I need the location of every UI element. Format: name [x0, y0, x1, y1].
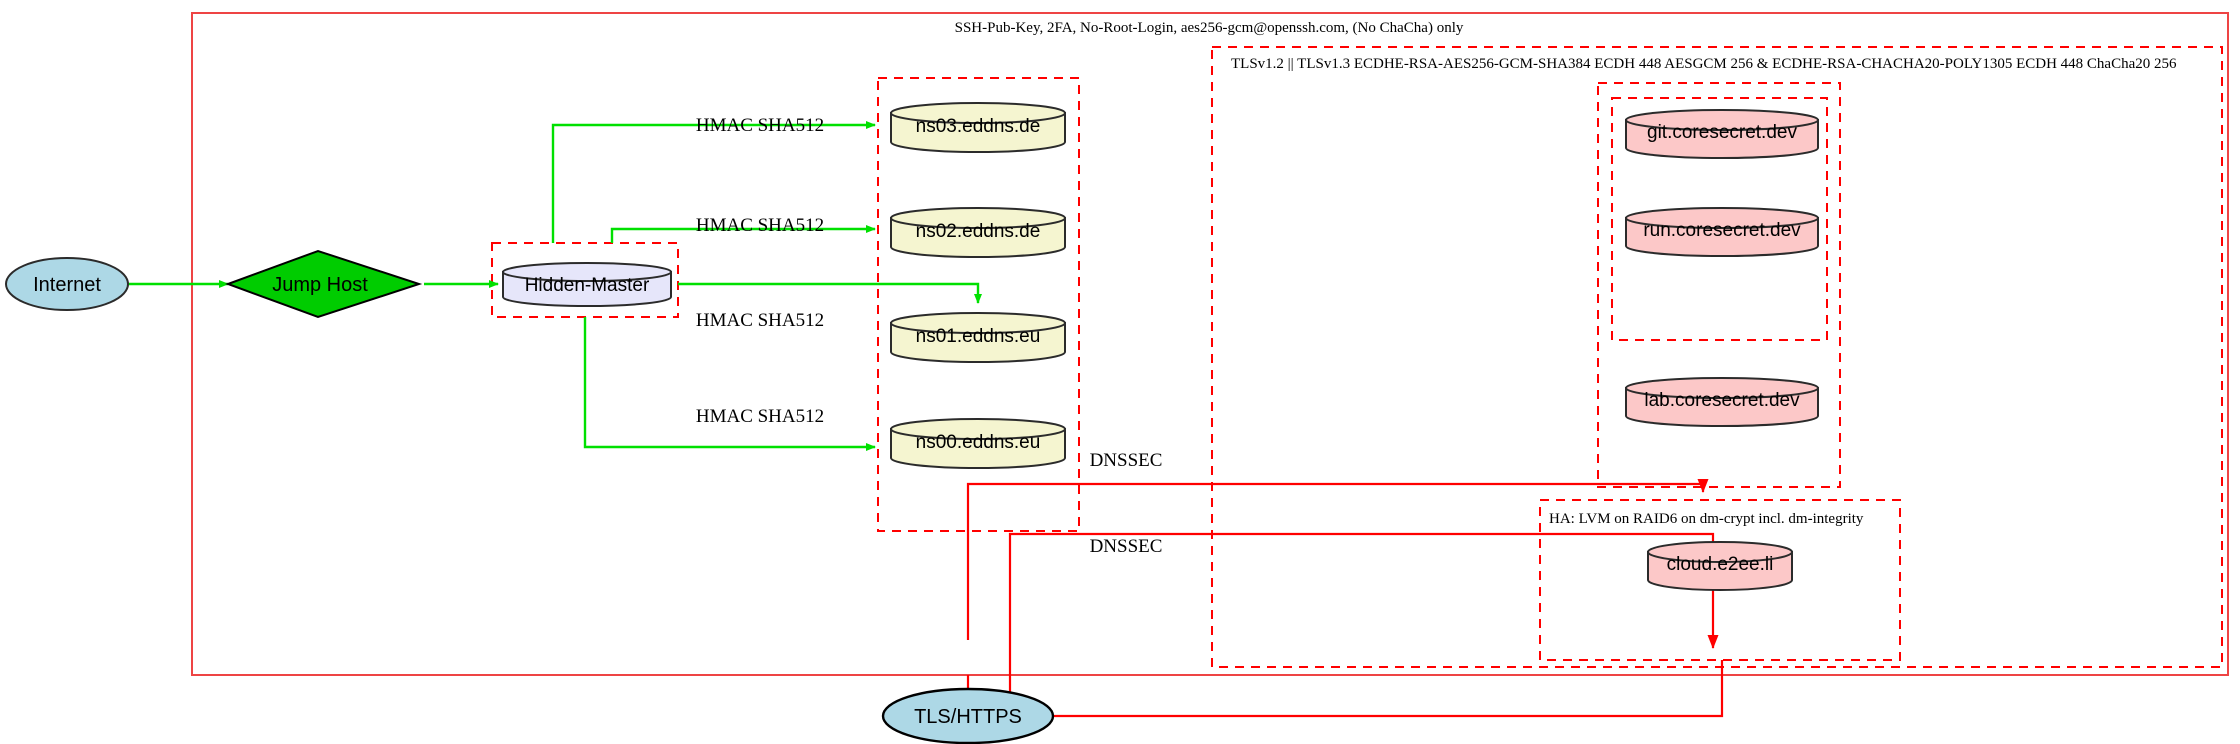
cluster-ha-label: HA: LVM on RAID6 on dm-crypt incl. dm-in… — [1549, 511, 1864, 527]
node-cloud-e2ee-label: cloud.e2ee.li — [1667, 554, 1774, 575]
node-run-coresecret[interactable]: run.coresecret.dev — [1625, 207, 1819, 257]
node-ns01[interactable]: ns01.eddns.eu — [890, 312, 1066, 363]
node-ns01-label: ns01.eddns.eu — [916, 326, 1041, 347]
node-jump-host-label: Jump Host — [272, 274, 368, 296]
edge-dnssec-upper: DNSSEC — [966, 450, 1709, 640]
node-lab-coresecret[interactable]: lab.coresecret.dev — [1625, 377, 1819, 427]
edge-label-dnssec-lower: DNSSEC — [1090, 536, 1163, 557]
edge-label-dnssec-upper: DNSSEC — [1090, 450, 1163, 471]
node-internet-label: Internet — [33, 274, 101, 296]
edge-label-hmac-ns01: HMAC SHA512 — [696, 310, 824, 331]
node-git-coresecret-label: git.coresecret.dev — [1647, 122, 1797, 143]
edge-master-to-ns01: HMAC SHA512 — [678, 282, 982, 331]
cluster-ssh: SSH-Pub-Key, 2FA, No-Root-Login, aes256-… — [191, 12, 2229, 676]
node-hidden-master[interactable]: Hidden-Master — [502, 262, 672, 307]
node-cloud-e2ee[interactable]: cloud.e2ee.li — [1647, 541, 1793, 591]
node-ns00-label: ns00.eddns.eu — [916, 432, 1041, 453]
edge-label-hmac-ns00: HMAC SHA512 — [696, 406, 824, 427]
cluster-coresecret-outer — [1597, 82, 1841, 488]
cluster-dns — [877, 77, 1080, 532]
cluster-ssh-label: SSH-Pub-Key, 2FA, No-Root-Login, aes256-… — [955, 20, 1464, 36]
edge-master-to-ns00: HMAC SHA512 — [583, 317, 876, 451]
cluster-coresecret-inner — [1611, 97, 1828, 341]
cluster-ha: HA: LVM on RAID6 on dm-crypt incl. dm-in… — [1539, 499, 1901, 661]
node-ns03[interactable]: ns03.eddns.de — [890, 102, 1066, 153]
node-ns03-label: ns03.eddns.de — [916, 116, 1041, 137]
node-ns02[interactable]: ns02.eddns.de — [890, 207, 1066, 258]
edge-dnssec-lower: DNSSEC — [1008, 532, 1719, 705]
node-tls-https-label: TLS/HTTPS — [914, 706, 1022, 728]
node-tls-https[interactable]: TLS/HTTPS — [881, 687, 1055, 744]
node-lab-coresecret-label: lab.coresecret.dev — [1644, 390, 1800, 411]
node-ns00[interactable]: ns00.eddns.eu — [890, 418, 1066, 469]
node-jump-host[interactable]: Jump Host — [225, 249, 423, 319]
cluster-tls-label: TLSv1.2 || TLSv1.3 ECDHE-RSA-AES256-GCM-… — [1231, 56, 2177, 72]
node-ns02-label: ns02.eddns.de — [916, 221, 1041, 242]
edge-label-hmac-ns03: HMAC SHA512 — [696, 115, 824, 136]
edge-master-to-ns02: HMAC SHA512 — [610, 215, 876, 243]
cluster-tls: TLSv1.2 || TLSv1.3 ECDHE-RSA-AES256-GCM-… — [1211, 46, 2223, 668]
node-hidden-master-label: Hidden-Master — [525, 275, 650, 296]
node-internet[interactable]: Internet — [5, 257, 129, 311]
node-run-coresecret-label: run.coresecret.dev — [1643, 220, 1801, 241]
edge-master-to-ns03: HMAC SHA512 — [551, 115, 876, 243]
edge-label-hmac-ns02: HMAC SHA512 — [696, 215, 824, 236]
node-git-coresecret[interactable]: git.coresecret.dev — [1625, 109, 1819, 159]
edge-tls-https-right — [1053, 660, 1724, 718]
